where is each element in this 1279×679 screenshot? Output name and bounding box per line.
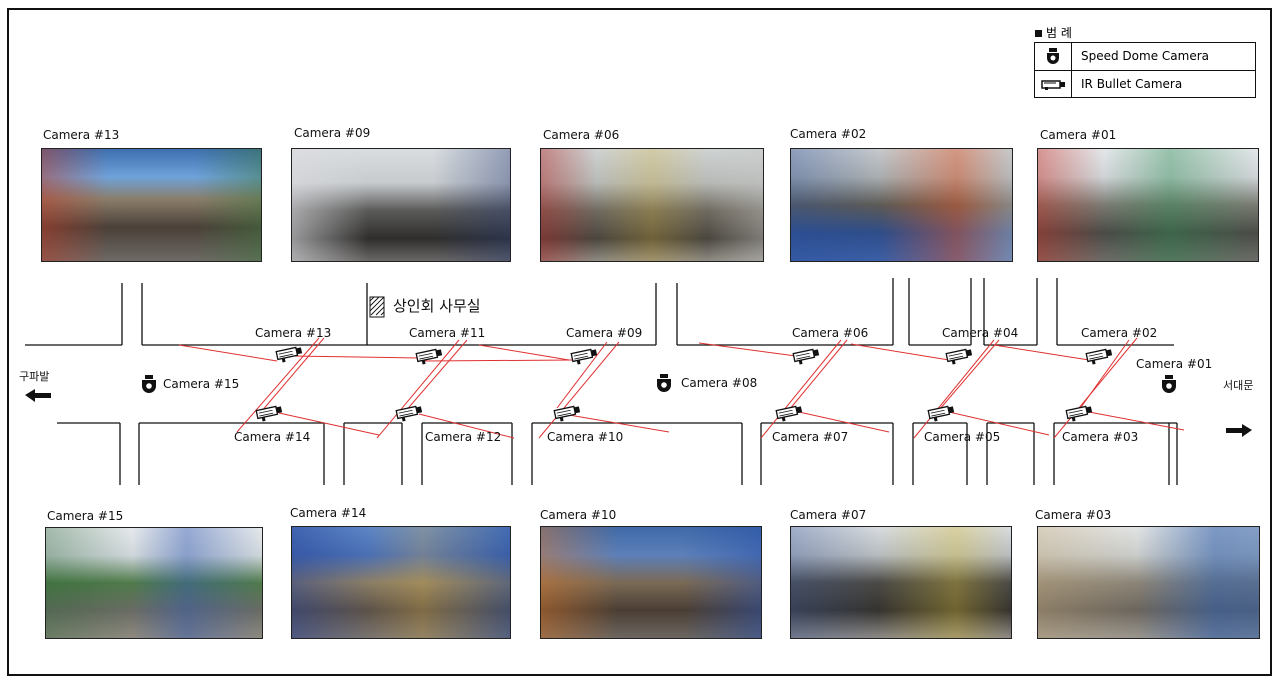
legend-title: 범 례 bbox=[1035, 24, 1072, 41]
office-marker bbox=[369, 296, 385, 318]
coverage-line bbox=[948, 411, 1050, 436]
coverage-line bbox=[913, 339, 995, 439]
ir-bullet-camera-icon bbox=[927, 404, 956, 423]
camera-photo-09 bbox=[291, 148, 511, 262]
camera-photo-06 bbox=[540, 148, 764, 262]
coverage-line bbox=[1088, 411, 1185, 431]
coverage-line bbox=[278, 412, 380, 436]
map-label-lower-1: Camera #14 bbox=[234, 430, 311, 444]
camera-photo-13 bbox=[41, 148, 262, 262]
coverage-line bbox=[538, 341, 620, 439]
legend: Speed Dome Camera IR Bullet Camera bbox=[1034, 42, 1256, 98]
coverage-line bbox=[568, 414, 670, 433]
ir-bullet-camera-icon bbox=[1035, 71, 1072, 98]
direction-right-label: 서대문 bbox=[1223, 379, 1254, 392]
direction-left-label: 구파발 bbox=[19, 370, 50, 383]
road-outlines bbox=[25, 278, 1178, 485]
coverage-line bbox=[178, 344, 278, 362]
camera-photo-14 bbox=[291, 526, 511, 639]
coverage-line bbox=[376, 339, 460, 439]
market-street-map bbox=[25, 278, 1252, 485]
legend-row-dome: Speed Dome Camera bbox=[1035, 43, 1255, 71]
left-arrow-icon bbox=[25, 389, 51, 402]
legend-label-bullet: IR Bullet Camera bbox=[1081, 77, 1183, 91]
speed-dome-camera-icon bbox=[657, 374, 671, 392]
map-label-upper-1: Camera #13 bbox=[255, 326, 332, 340]
photo-label-bottom-2: Camera #14 bbox=[290, 506, 367, 520]
ir-bullet-camera-icon bbox=[945, 347, 974, 366]
map-label-upper-6: Camera #02 bbox=[1081, 326, 1158, 340]
camera-layout-diagram: 범 례 Speed Dome Camera IR Bullet Camera C… bbox=[7, 8, 1272, 676]
camera-photo-03 bbox=[1037, 526, 1260, 639]
map-label-upper-5: Camera #04 bbox=[942, 326, 1019, 340]
right-arrow-icon bbox=[1226, 424, 1252, 437]
map-label-lower-3: Camera #10 bbox=[547, 430, 624, 444]
legend-row-bullet: IR Bullet Camera bbox=[1035, 71, 1255, 98]
photo-label-top-1: Camera #13 bbox=[43, 128, 120, 142]
photo-label-bottom-1: Camera #15 bbox=[47, 509, 124, 523]
map-label-upper-3: Camera #09 bbox=[566, 326, 643, 340]
legend-label-dome: Speed Dome Camera bbox=[1081, 49, 1209, 63]
ir-bullet-camera-icon bbox=[1065, 404, 1094, 423]
map-label-lower-2: Camera #12 bbox=[425, 430, 502, 444]
ir-bullet-camera-icon bbox=[775, 404, 804, 423]
map-label-upper-4: Camera #06 bbox=[792, 326, 869, 340]
dome-cameras bbox=[142, 374, 1176, 393]
camera-photo-02 bbox=[790, 148, 1013, 262]
map-label-upper-2: Camera #11 bbox=[409, 326, 486, 340]
photo-label-top-4: Camera #02 bbox=[790, 127, 867, 141]
dome-label-01: Camera #01 bbox=[1136, 357, 1213, 371]
photo-label-bottom-4: Camera #07 bbox=[790, 508, 867, 522]
speed-dome-camera-icon bbox=[1162, 375, 1176, 393]
ir-bullet-camera-icon bbox=[570, 347, 599, 366]
map-label-lower-4: Camera #07 bbox=[772, 430, 849, 444]
office-label: 상인회 사무실 bbox=[393, 297, 481, 315]
coverage-line bbox=[236, 337, 320, 433]
coverage-lines bbox=[178, 337, 1185, 439]
coverage-line bbox=[1053, 337, 1138, 439]
dome-label-08: Camera #08 bbox=[681, 376, 758, 390]
map-label-lower-5: Camera #05 bbox=[924, 430, 1001, 444]
ir-bullet-camera-icon bbox=[415, 347, 444, 366]
ir-bullet-camera-icon bbox=[255, 404, 284, 423]
ir-bullet-camera-icon bbox=[553, 404, 582, 423]
camera-photo-07 bbox=[790, 526, 1012, 639]
photo-label-top-3: Camera #06 bbox=[543, 128, 620, 142]
camera-photo-01 bbox=[1037, 148, 1259, 262]
ir-bullet-camera-icon bbox=[792, 347, 821, 366]
photo-label-bottom-5: Camera #03 bbox=[1035, 508, 1112, 522]
coverage-line bbox=[418, 413, 515, 439]
camera-photo-15 bbox=[45, 527, 263, 639]
coverage-line bbox=[798, 411, 890, 433]
dome-label-15: Camera #15 bbox=[163, 377, 240, 391]
photo-label-top-2: Camera #09 bbox=[294, 126, 371, 140]
speed-dome-camera-icon bbox=[1035, 43, 1072, 70]
camera-photo-10 bbox=[540, 526, 762, 639]
coverage-line bbox=[760, 339, 842, 439]
photo-label-top-5: Camera #01 bbox=[1040, 128, 1117, 142]
speed-dome-camera-icon bbox=[142, 375, 156, 393]
ir-bullet-camera-icon bbox=[1085, 347, 1114, 366]
map-label-lower-6: Camera #03 bbox=[1062, 430, 1139, 444]
photo-label-bottom-3: Camera #10 bbox=[540, 508, 617, 522]
